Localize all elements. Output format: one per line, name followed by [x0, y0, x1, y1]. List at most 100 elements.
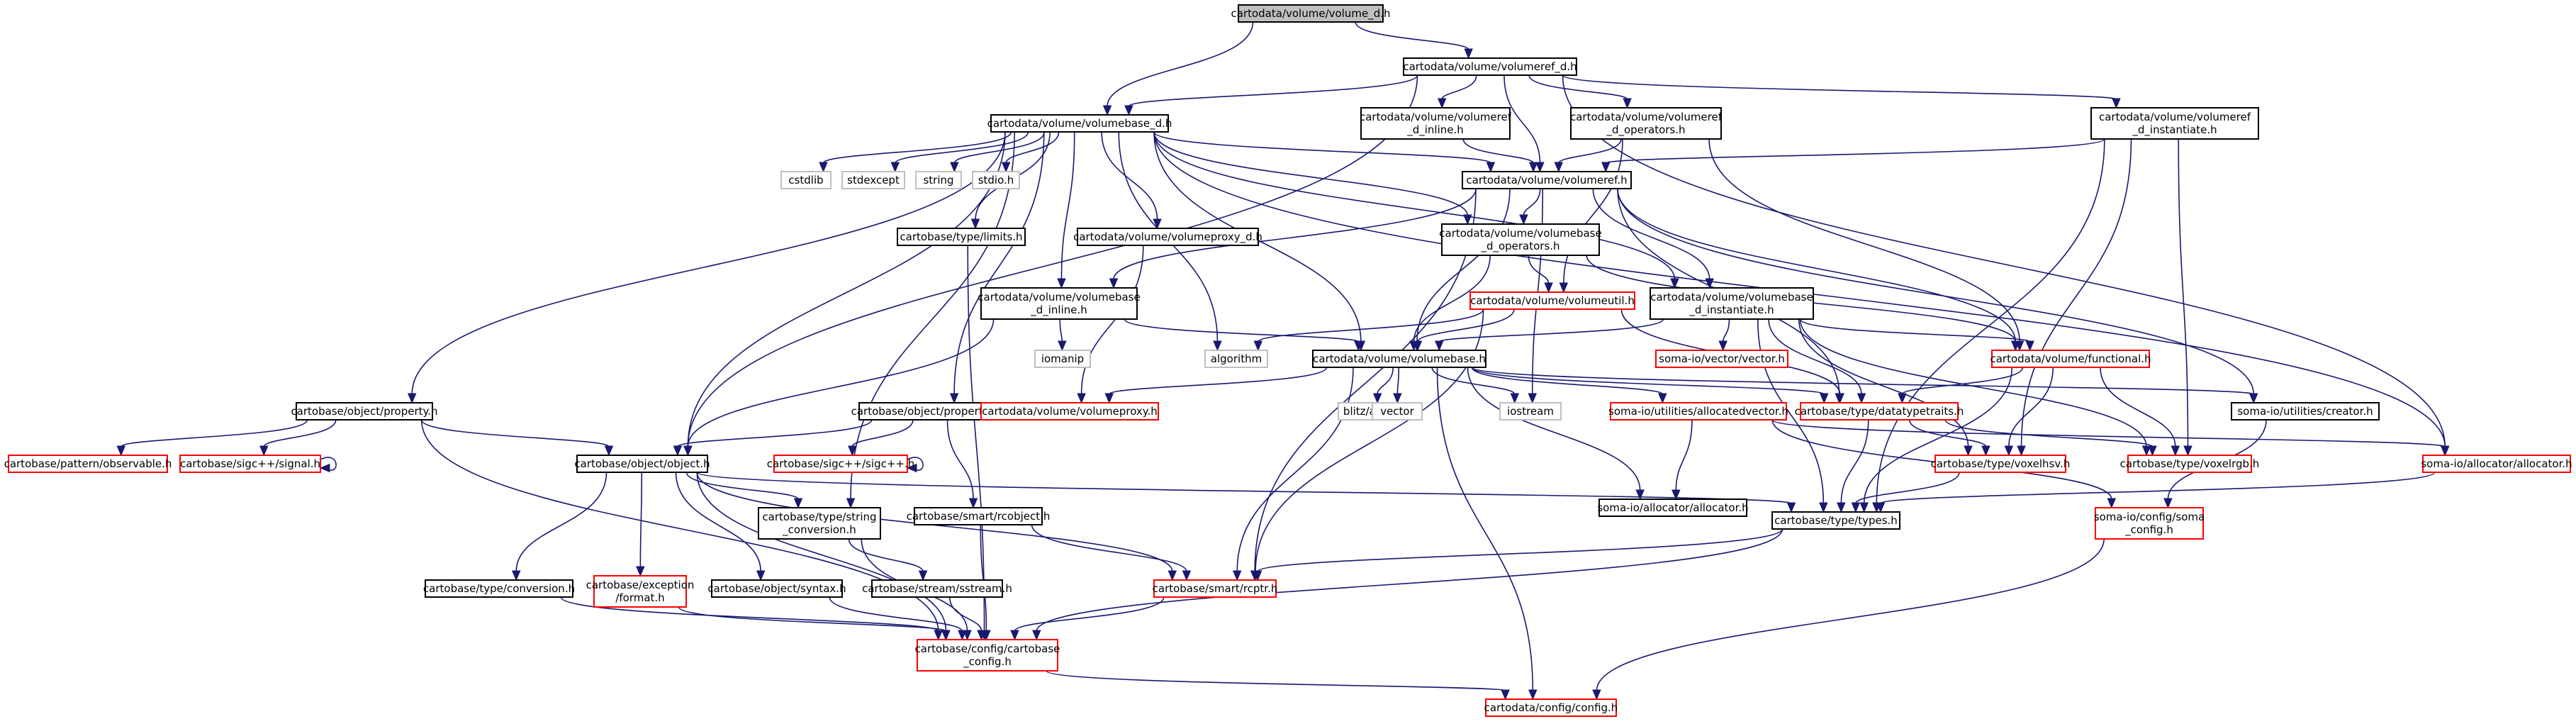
node-dtypetraits[interactable]: cartobase/type/datatypetraits.h — [1795, 402, 1964, 421]
node-label: cartodata/volume/volumebase — [1439, 227, 1601, 240]
edge-vref-to-vbase_d_ops — [1519, 188, 1541, 225]
node-box — [2231, 402, 2380, 421]
edge-conversion-to-cbconfig — [560, 596, 943, 641]
node-label: cartobase/type/types.h — [1774, 514, 1898, 527]
node-voxelrgb[interactable]: cartobase/type/voxelrgb.h — [2120, 455, 2260, 473]
edge-vbase_d_inst-to-vectorh — [1718, 318, 1730, 352]
node-volumeutil[interactable]: cartodata/volume/volumeutil.h — [1469, 291, 1635, 310]
node-vbase_d_inst[interactable]: cartodata/volume/volumebase_d_instantiat… — [1650, 287, 1814, 320]
node-string[interactable]: string — [915, 171, 962, 189]
node-label: cartobase/type/string — [762, 511, 876, 523]
node-limits[interactable]: cartobase/type/limits.h — [897, 228, 1026, 246]
node-label: cartodata/volume/volumeproxy_d.h — [1073, 230, 1262, 244]
node-iostream[interactable]: iostream — [1499, 402, 1562, 421]
node-label: algorithm — [1211, 352, 1262, 365]
node-vref_d[interactable]: cartodata/volume/volumeref_d.h — [1403, 57, 1577, 76]
node-root[interactable]: cartodata/volume/volume_d.h — [1231, 4, 1391, 23]
node-box — [8, 455, 168, 473]
edge-object-to-cbconfig — [696, 472, 951, 641]
node-box — [914, 507, 1043, 525]
edge-dtypetraits-to-voxelhsv — [1908, 419, 1990, 457]
node-stdio[interactable]: stdio.h — [972, 171, 1020, 189]
node-label: stdexcept — [847, 174, 900, 186]
node-cbconfig[interactable]: cartobase/config/cartobase_config.h — [915, 639, 1060, 672]
node-vbase_d[interactable]: cartodata/volume/volumebase_d.h — [987, 114, 1172, 133]
node-box — [841, 171, 905, 189]
node-box — [773, 455, 908, 473]
edge-vbase_d-to-vproxy_d — [1101, 131, 1162, 230]
node-cstdlib[interactable]: cstdlib — [780, 171, 831, 189]
node-format[interactable]: cartobase/exception/format.h — [586, 575, 695, 608]
node-vref_d_inst[interactable]: cartodata/volume/volumeref_d_instantiate… — [2090, 107, 2259, 140]
node-label: stdio.h — [978, 174, 1014, 186]
node-box — [1598, 499, 1747, 517]
edge-vref_d-to-vref — [1503, 74, 1545, 173]
edge-vbase-to-creator — [1471, 367, 2258, 404]
node-object[interactable]: cartobase/object/object.h — [574, 455, 710, 473]
node-vectorh[interactable]: soma-io/vector/vector.h — [1655, 350, 1788, 368]
node-label: cartobase/sigc++/sigc++.h — [767, 457, 915, 470]
node-conversion[interactable]: cartobase/type/conversion.h — [423, 579, 575, 598]
node-label: cartobase/type/limits.h — [900, 230, 1022, 243]
node-rcobject[interactable]: cartobase/smart/rcobject.h — [907, 507, 1051, 525]
node-allocvec[interactable]: soma-io/utilities/allocatedvector.h — [1608, 402, 1788, 421]
edge-vbase-to-blitz — [1372, 367, 1394, 404]
node-sstream[interactable]: cartobase/stream/sstream.h — [862, 579, 1012, 598]
edge-vbase-to-dtypetraits — [1471, 367, 1829, 404]
node-signal[interactable]: cartobase/sigc++/signal.h — [179, 455, 321, 473]
node-vref_d_ops[interactable]: cartodata/volume/volumeref_d_operators.h — [1570, 107, 1723, 140]
node-observable[interactable]: cartobase/pattern/observable.h — [4, 455, 172, 473]
node-strconv[interactable]: cartobase/type/string_conversion.h — [758, 507, 881, 540]
edge-vbase_d-to-vbase_d_inline — [1057, 131, 1075, 289]
node-vref[interactable]: cartodata/volume/volumeref.h — [1462, 171, 1632, 189]
node-somaconfig[interactable]: soma-io/config/soma_config.h — [2094, 507, 2205, 540]
node-voxelhsv[interactable]: cartobase/type/voxelhsv.h — [1931, 455, 2071, 473]
edge-vbase_d-to-propfilter — [949, 131, 1045, 404]
edge-allocator_r-to-types — [1876, 472, 2436, 513]
edge-vref_d_ops-to-volumeutil — [1559, 138, 1623, 294]
edge-somaconfig-to-cdconfig — [1592, 538, 2105, 701]
edge-voxelhsv-to-types — [1851, 472, 1960, 513]
node-label: vector — [1380, 405, 1414, 418]
node-vbase_d_ops[interactable]: cartodata/volume/volumebase_d_operators.… — [1439, 223, 1602, 256]
node-allocator_sub[interactable]: soma-io/allocator/allocator.h — [1597, 499, 1749, 517]
edge-volumeutil-to-vbase — [1413, 308, 1515, 352]
node-syntax[interactable]: cartobase/object/syntax.h — [707, 579, 846, 598]
edge-root-to-vbase_d — [1102, 21, 1254, 116]
node-box — [1934, 455, 2066, 473]
node-label: soma-io/config/soma — [2094, 511, 2205, 523]
node-stdexcept[interactable]: stdexcept — [841, 171, 905, 189]
node-cdconfig[interactable]: cartodata/config/config.h — [1484, 698, 1618, 717]
node-box — [1499, 402, 1562, 421]
node-box — [1800, 402, 1959, 421]
node-rcptr[interactable]: cartobase/smart/rcptr.h — [1153, 579, 1278, 598]
edge-vref_d_inst-to-vref — [1601, 138, 2105, 173]
node-label: cartodata/volume/volumeutil.h — [1470, 294, 1635, 307]
edge-vbase_d_inst-to-functional — [1799, 318, 2034, 352]
node-vproxy[interactable]: cartodata/volume/volumeproxy.h — [980, 402, 1159, 421]
edge-rcptr-to-cbconfig — [1010, 596, 1165, 641]
node-label: string — [923, 174, 953, 186]
node-vector[interactable]: vector — [1372, 402, 1423, 421]
node-box — [897, 228, 1026, 246]
node-sigcpp[interactable]: cartobase/sigc++/sigc++.h — [767, 455, 915, 473]
node-functional[interactable]: cartodata/volume/functional.h — [1990, 350, 2151, 368]
node-vbase[interactable]: cartodata/volume/volumebase.h — [1312, 350, 1486, 368]
edge-sstream-to-cbconfig — [948, 596, 986, 641]
edge-cbconfig-to-cdconfig — [1046, 670, 1510, 701]
edge-functional-to-dtypetraits — [1898, 367, 2024, 404]
edge-vbase_d-to-stdio — [1001, 131, 1060, 173]
node-creator[interactable]: soma-io/utilities/creator.h — [2231, 402, 2380, 421]
node-types[interactable]: cartobase/type/types.h — [1771, 511, 1900, 530]
edge-functional-to-voxelhsv — [2004, 367, 2054, 457]
node-vbase_d_inline[interactable]: cartodata/volume/volumebase_d_inline.h — [978, 287, 1141, 320]
node-vproxy_d[interactable]: cartodata/volume/volumeproxy_d.h — [1073, 228, 1262, 246]
node-property[interactable]: cartobase/object/property.h — [291, 402, 438, 421]
node-allocator_r[interactable]: soma-io/allocator/allocator.h — [2421, 455, 2572, 473]
node-vref_d_inline[interactable]: cartodata/volume/volumeref_d_inline.h — [1360, 107, 1512, 140]
node-label: iostream — [1507, 405, 1554, 418]
node-algorithm[interactable]: algorithm — [1204, 350, 1268, 368]
edge-vbase_d_inst-to-vbase — [1435, 318, 1664, 352]
node-label: cartobase/pattern/observable.h — [4, 457, 172, 470]
node-iomanip[interactable]: iomanip — [1034, 350, 1091, 368]
